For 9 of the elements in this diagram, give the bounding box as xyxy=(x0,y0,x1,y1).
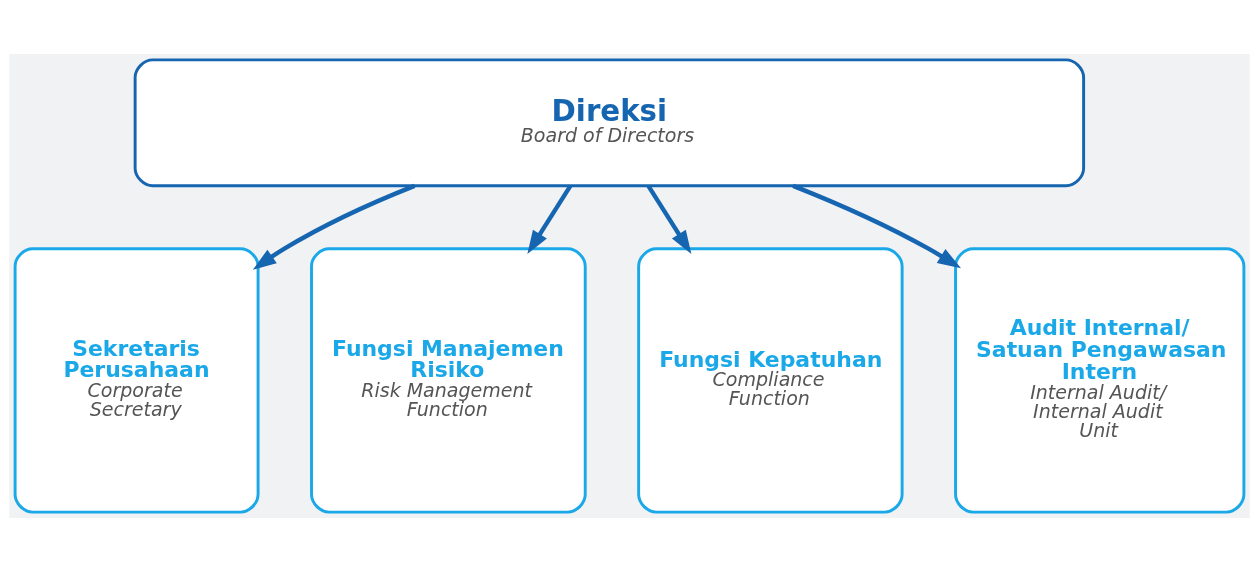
arrow xyxy=(646,184,692,254)
node-box: Fungsi Kepatuhan Compliance Function xyxy=(637,247,904,514)
node-box: Audit Internal/ Satuan Pengawasan Intern Internal Audit/ Internal Audit Unit xyxy=(954,247,1246,514)
arrow xyxy=(792,183,962,269)
arrow xyxy=(252,183,416,270)
node-box: Direksi Board of Directors xyxy=(133,58,1086,188)
node-box: Sekretaris Perusahaan Corporate Secretary xyxy=(13,247,260,514)
arrow xyxy=(527,184,573,254)
node-box: Fungsi Manajemen Risiko Risk Management Function xyxy=(310,247,587,514)
